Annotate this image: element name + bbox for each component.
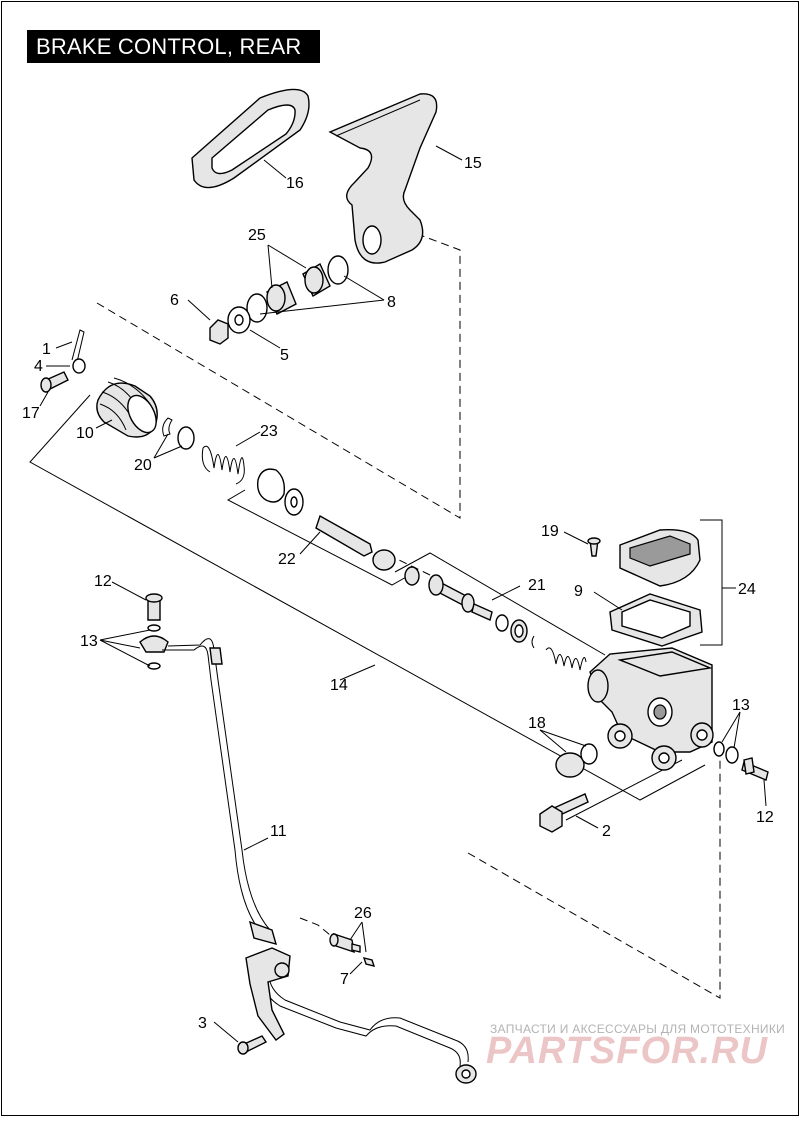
leader-lines <box>39 145 767 1043</box>
callout-18: 18 <box>528 715 546 732</box>
callout-1: 1 <box>42 341 51 358</box>
callout-7: 7 <box>340 971 349 988</box>
callout-13-right: 13 <box>732 697 750 714</box>
callout-26: 26 <box>354 905 372 922</box>
brake-pedal-15 <box>328 93 438 264</box>
right-banjo-bolt <box>713 741 769 781</box>
callout-8: 8 <box>387 294 396 311</box>
reservoir-cover-24 <box>587 529 703 647</box>
callout-10: 10 <box>76 425 94 442</box>
callout-5: 5 <box>280 347 289 364</box>
callout-22: 22 <box>278 551 296 568</box>
callout-6: 6 <box>170 292 179 309</box>
pedal-pad-16 <box>191 88 310 189</box>
spring-23 <box>201 445 245 485</box>
callout-15: 15 <box>464 155 482 172</box>
nut-and-washer <box>209 306 251 345</box>
callout-2: 2 <box>602 823 611 840</box>
watermark-tagline: ЗАПЧАСТИ И АКСЕССУАРЫ ДЛЯ МОТОТЕХНИКИ <box>490 1022 786 1036</box>
callout-23: 23 <box>260 423 278 440</box>
bushings-25 <box>246 255 349 323</box>
line-bracket <box>237 947 291 1055</box>
upper-banjo-bolt <box>139 593 169 670</box>
callout-20: 20 <box>134 457 152 474</box>
retaining-clips-20 <box>162 417 195 450</box>
piston-spring <box>545 647 587 671</box>
callout-4: 4 <box>34 358 43 375</box>
plug-18 <box>555 743 598 778</box>
watermark-brand: PARTSFOR.RU <box>486 1030 768 1072</box>
callout-11: 11 <box>270 823 287 840</box>
callout-24: 24 <box>738 581 756 598</box>
callout-labels: 16 15 25 8 6 5 1 4 17 10 20 23 22 21 19 … <box>22 155 774 1032</box>
callout-17: 17 <box>22 405 40 422</box>
piston-assembly-21 <box>404 566 535 649</box>
brake-switch-26 <box>329 932 376 967</box>
callout-21: 21 <box>528 577 546 594</box>
callout-9: 9 <box>574 583 583 600</box>
page-title: BRAKE CONTROL, REAR <box>27 30 320 63</box>
pushrod-22 <box>256 468 396 571</box>
callout-12-upper: 12 <box>94 573 112 590</box>
rubber-boot-10 <box>96 377 158 438</box>
callout-19: 19 <box>541 523 559 540</box>
clevis-pin-parts <box>40 329 86 393</box>
callout-12-right: 12 <box>756 809 774 826</box>
callout-16: 16 <box>286 175 304 192</box>
brake-line-11 <box>162 638 477 1084</box>
mounting-bolt-2 <box>539 793 589 833</box>
master-cylinder-body <box>587 647 714 771</box>
callout-25: 25 <box>248 227 266 244</box>
callout-3: 3 <box>198 1015 207 1032</box>
callout-14: 14 <box>330 677 348 694</box>
callout-13-upper: 13 <box>80 633 98 650</box>
